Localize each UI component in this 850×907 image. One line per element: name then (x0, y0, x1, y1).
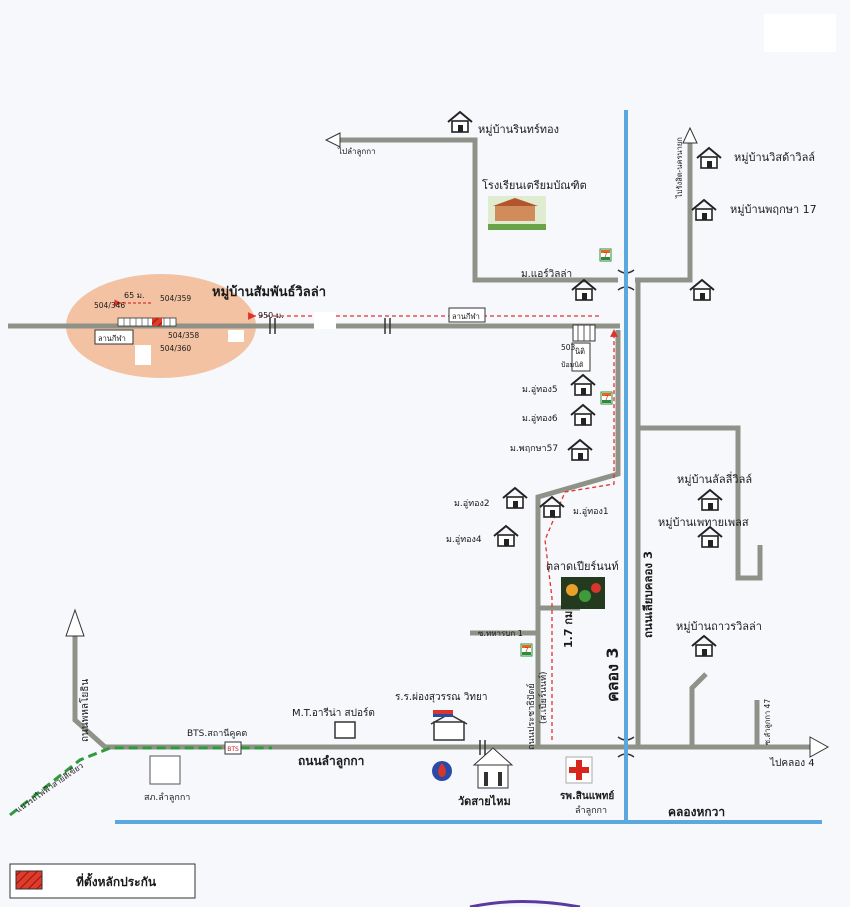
map-title: หมู่บ้านสัมพันธ์วิลล่า (212, 284, 326, 300)
place-pruksa57: ม.พฤกษา57 (510, 444, 558, 454)
road-phaholyothin: ถนนพหลโยธิน (78, 679, 91, 742)
place-hospital: รพ.สินแพทย์ (560, 790, 614, 802)
temple-icon (472, 747, 514, 789)
house-icon (570, 404, 596, 426)
place-air-villa: ม.แอร์วิลล่า (521, 268, 572, 280)
place-hospital-sub: ลำลูกกา (575, 805, 607, 816)
seven-eleven-icon (599, 248, 612, 262)
place-uthong4: ม.อู่ทอง4 (446, 535, 482, 545)
distance-inner: 1.7 กม (562, 611, 575, 648)
lan-keela2-box (448, 307, 486, 323)
bts-line (9, 746, 272, 817)
lan-keela-label: ลานกีฬา (98, 334, 126, 343)
house-icon (571, 279, 597, 301)
place-uthong6: ม.อู่ทอง6 (522, 414, 558, 424)
market-icon (561, 577, 605, 609)
plot-358: 504/358 (168, 331, 199, 340)
seven-eleven-icon (600, 391, 613, 405)
place-pruksa17: หมู่บ้านพฤกษา 17 (730, 203, 817, 216)
place-market: ตลาดเปียร์นนท์ (546, 560, 619, 573)
plot-360: 504/360 (160, 344, 191, 353)
place-temple: วัดสายไหม (458, 794, 511, 808)
distance-plot: 65 ม. (124, 291, 145, 300)
seven-eleven-icon (520, 643, 533, 657)
road-to-rangsit: ไปรังสิต-นครนายก (675, 137, 684, 199)
place-phetthai: หมู่บ้านเพทายเพลส (658, 516, 749, 529)
house-icon (502, 487, 528, 509)
place-rinthong: หมู่บ้านรินทร์ทอง (478, 123, 559, 136)
house-icon (570, 374, 596, 396)
blank-box-2 (314, 312, 336, 329)
lot-dividers (123, 318, 171, 326)
road-liab-khlong3: ถนนเลียบคลอง 3 (641, 551, 655, 638)
blank-box-3 (228, 330, 244, 342)
canals (115, 110, 822, 824)
nit-sub-label: ป้อมนิติ (561, 361, 584, 369)
legend-label: ที่ตั้งหลักประกัน (76, 872, 157, 889)
lan-keela2-label: ลานกีฬา (452, 312, 480, 321)
police-box (149, 755, 181, 785)
house-icon (697, 489, 723, 511)
house-icon (697, 526, 723, 548)
place-uthong5: ม.อู่ทอง5 (522, 385, 558, 395)
place-visada: หมู่บ้านวิสด้าวิลล์ (734, 151, 815, 164)
place-thavorn: หมู่บ้านถาวรวิลล่า (676, 620, 762, 633)
plot-359: 504/359 (160, 294, 191, 303)
house-icon (567, 439, 593, 461)
place-mt-arena: M.T.อารีน่า สปอร์ต (292, 707, 375, 719)
road-prachathipat-sub: (ส.เปียร์นนท์) (537, 671, 549, 724)
lan-keela-box (94, 329, 134, 345)
blank-box-1 (135, 345, 151, 365)
arrow-phaholyothin (65, 608, 85, 637)
house-icon (696, 147, 722, 169)
house-icon (447, 111, 473, 133)
lot-row (117, 317, 177, 327)
gas-station-icon (432, 761, 452, 781)
canal-khlong-hok-wa: คลองหกวา (668, 805, 725, 819)
road-soi-thaharnbok: ซ.ทหารบก 1 (478, 629, 523, 638)
code-503-label: 503 (561, 343, 576, 352)
hospital-icon (565, 756, 593, 784)
place-bts-station: BTS.สถานีคูคต (187, 728, 247, 739)
place-triam: โรงเรียนเตรียมบัณฑิต (482, 178, 587, 192)
school-building-icon (488, 196, 546, 230)
house-icon (689, 279, 715, 301)
arrow-khlong4 (809, 736, 830, 758)
place-uthong2: ม.อู่ทอง2 (454, 499, 490, 509)
place-police: สภ.ลำลูกกา (144, 792, 190, 803)
collateral-lot (152, 318, 162, 326)
road-to-khlong4: ไปคลอง 4 (769, 757, 815, 769)
nit-label: นิติ (575, 347, 585, 356)
place-lanli: หมู่บ้านลัลลี่วิลล์ (677, 471, 752, 486)
place-uthong1: ม.อู่ทอง1 (573, 507, 609, 517)
road-soi-lamlukka47: ซ.ลำลูกกา 47 (763, 699, 772, 745)
nit-label-box (571, 342, 591, 372)
distance-main: 950 ม. (258, 311, 284, 320)
arrow-lamlukka (324, 132, 341, 148)
plot-346: 504/346 (94, 301, 125, 310)
road-lamlukka: ถนนลำลูกกา (298, 754, 364, 769)
legend-swatch (15, 870, 43, 890)
road-to-lamlukka: ไปลำลูกกา (337, 147, 376, 157)
house-icon (493, 525, 519, 547)
house-icon (691, 199, 717, 221)
arrow-rangsit (682, 126, 698, 144)
mt-arena-box (334, 721, 356, 739)
bottom-decoration (469, 900, 581, 907)
blank-box-4 (764, 14, 836, 52)
school-icon (430, 710, 468, 741)
bts-line-label: แนวรถไฟฟ้าสายสีเขียว (14, 761, 85, 815)
bts-icon: BTS (224, 741, 242, 755)
svg-text:BTS: BTS (227, 746, 239, 753)
road-prachathipat: ถนนประชาธิปัตย์ (525, 683, 537, 750)
place-school: ร.ร.ผ่องสุวรรณ วิทยา (395, 692, 487, 703)
house-icon (691, 635, 717, 657)
house-icon (539, 496, 565, 518)
roads (8, 137, 810, 750)
canal-khlong3: คลอง 3 (603, 647, 622, 702)
